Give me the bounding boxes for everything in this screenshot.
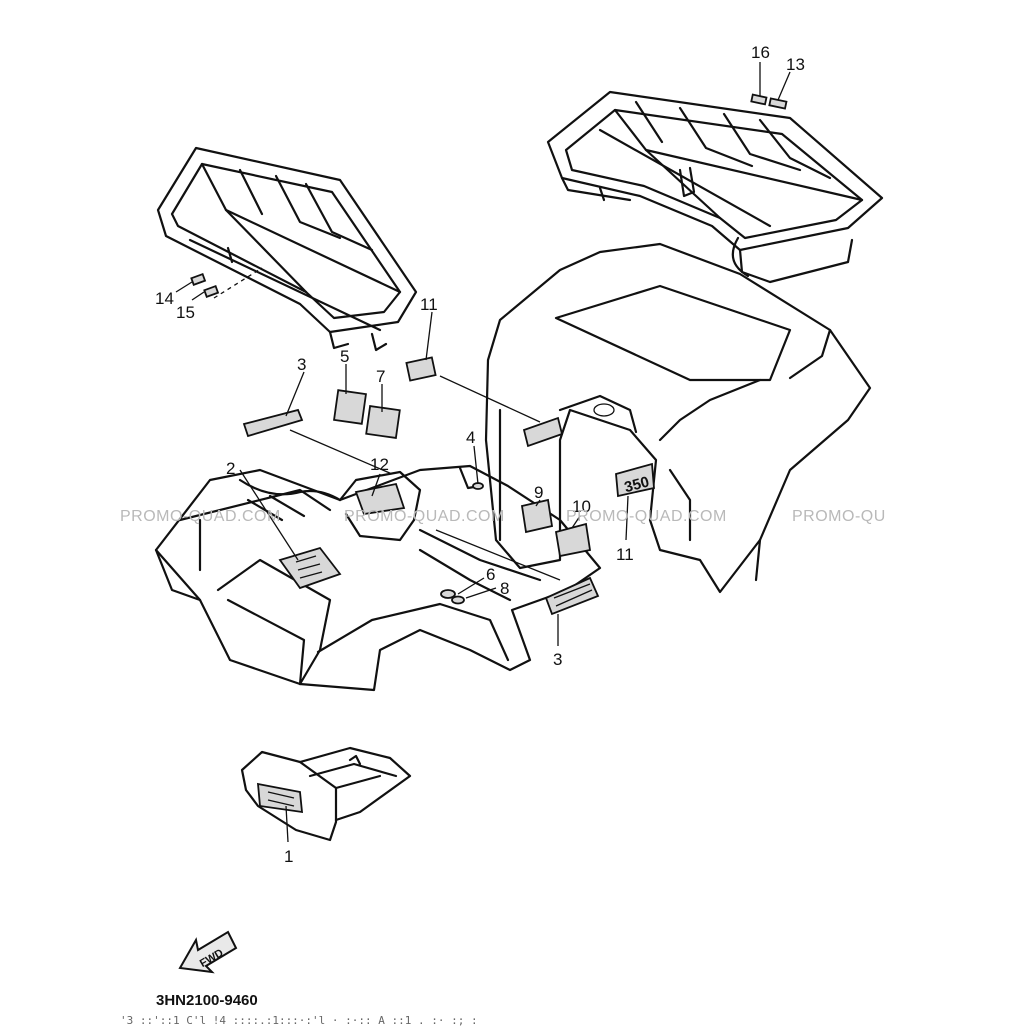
callout-11-upper: 11 <box>420 295 438 314</box>
leader-lines <box>175 62 791 843</box>
callout-14: 14 <box>155 289 174 308</box>
callout-16: 16 <box>751 43 770 62</box>
rear-fender-decals: 350 <box>405 356 655 498</box>
forward-arrow-icon: FWD <box>178 930 238 974</box>
callout-10: 10 <box>572 497 591 516</box>
callout-4: 4 <box>466 428 475 447</box>
callout-15: 15 <box>176 303 195 322</box>
diagram-code: 3HN2100-9460 <box>156 992 258 1009</box>
watermark-1: PROMO-QUAD.COM <box>120 508 281 525</box>
front-rack-decal-pair <box>190 267 263 299</box>
callout-2: 2 <box>226 459 235 478</box>
front-fender <box>154 464 602 692</box>
callout-12: 12 <box>370 455 389 474</box>
watermark-row: PROMO-QUAD.COM PROMO-QUAD.COM PROMO-QUAD… <box>120 508 886 525</box>
front-carrier-rack <box>156 146 418 352</box>
front-fender-decals <box>242 389 600 616</box>
callout-9: 9 <box>534 483 543 502</box>
callout-8: 8 <box>500 579 509 598</box>
callout-1: 1 <box>284 847 293 866</box>
callout-labels: 1 2 3 3 4 5 6 7 8 9 10 11 11 12 13 14 15… <box>155 43 805 866</box>
footer-fine-print: '3 ::'::1 C'l !4 ::::.:1:::·:'l · :·:: A… <box>120 1014 478 1027</box>
callout-3-lower: 3 <box>553 650 562 669</box>
callout-7: 7 <box>376 367 385 386</box>
rack-decal-pair <box>750 93 788 110</box>
watermark-2: PROMO-QUAD.COM <box>344 508 505 525</box>
callout-5: 5 <box>340 347 349 366</box>
watermark-4: PROMO-QU <box>792 508 886 525</box>
callout-13: 13 <box>786 55 805 74</box>
rear-carrier-rack <box>546 90 884 284</box>
rear-fender <box>484 242 872 594</box>
engine-size-decal-text: 350 <box>623 473 652 496</box>
front-panel-assembly <box>240 746 412 842</box>
callout-6: 6 <box>486 565 495 584</box>
callout-3-upper: 3 <box>297 355 306 374</box>
watermark-3: PROMO-QUAD.COM <box>566 508 727 525</box>
callout-11-lower: 11 <box>616 545 634 564</box>
